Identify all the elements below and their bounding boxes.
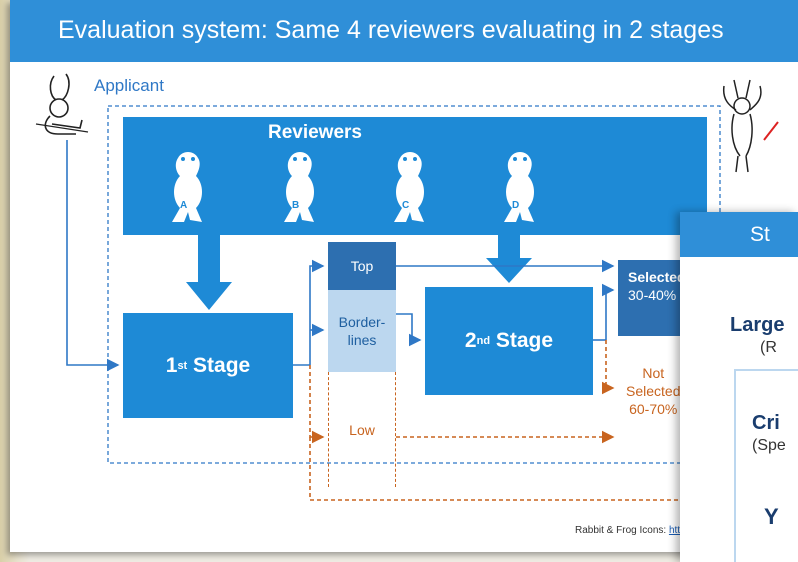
not-selected-label: Not Selected 60-70% bbox=[626, 364, 680, 418]
flow-diagram bbox=[66, 105, 721, 501]
tier-low: Low bbox=[328, 372, 396, 487]
overlay-slide[interactable]: St Large (R Cri (Spe Y bbox=[680, 212, 798, 562]
overlay-card-subtitle: (Spe bbox=[752, 437, 786, 454]
reviewers-to-stage1-arrow bbox=[186, 235, 232, 310]
to-top-arrow bbox=[309, 259, 325, 365]
overlay-header-text: St bbox=[750, 223, 770, 246]
frog-icon bbox=[380, 150, 440, 228]
slide-title: Evaluation system: Same 4 reviewers eval… bbox=[58, 16, 724, 44]
applicant-arrow bbox=[66, 140, 120, 372]
reviewer-letter-d: D bbox=[512, 200, 520, 211]
selected-label: Selected bbox=[628, 269, 686, 285]
applicant-label: Applicant bbox=[94, 76, 164, 95]
presentation-slide: Evaluation system: Same 4 reviewers eval… bbox=[10, 0, 798, 552]
overlay-card-text: Y bbox=[764, 504, 779, 529]
frog-icon bbox=[270, 150, 330, 228]
overlay-header: St bbox=[680, 212, 798, 257]
reviewers-to-stage2-arrow bbox=[486, 235, 532, 283]
slide-title-bar: Evaluation system: Same 4 reviewers eval… bbox=[10, 0, 798, 62]
tier-low-label: Low bbox=[349, 421, 375, 438]
credit-link[interactable]: htt bbox=[668, 525, 681, 536]
overlay-card-title: Cri bbox=[752, 412, 780, 434]
tier-borderlines: Border- lines bbox=[328, 290, 396, 372]
rabbit-writing-icon bbox=[35, 73, 89, 135]
stage2-to-selected-arrow bbox=[601, 283, 615, 340]
credit-text: Rabbit & Frog Icons: bbox=[575, 525, 669, 536]
tier-top: Top bbox=[328, 242, 396, 290]
selected-percent: 30-40% bbox=[628, 287, 677, 303]
reviewers-label: Reviewers bbox=[267, 122, 362, 143]
frog-icon bbox=[490, 150, 550, 228]
overlay-large-text: Large bbox=[730, 314, 785, 336]
icon-credit: Rabbit & Frog Icons: htt bbox=[575, 525, 680, 536]
rabbit-cheering-icon bbox=[722, 79, 779, 173]
not-selected-line2: Selected bbox=[626, 383, 681, 399]
overlay-large-subtext: (R bbox=[760, 339, 777, 356]
overlay-card bbox=[734, 369, 798, 562]
frog-icon bbox=[158, 150, 218, 228]
not-selected-percent: 60-70% bbox=[629, 401, 678, 417]
stage2-to-notselected-arrow bbox=[601, 340, 615, 395]
reviewer-letter-c: C bbox=[402, 200, 410, 211]
low-bottom-line bbox=[309, 437, 680, 501]
reviewer-letter-a: A bbox=[180, 200, 188, 211]
to-low-arrow bbox=[309, 365, 325, 444]
reviewer-letter-b: B bbox=[292, 200, 300, 211]
review-boundary bbox=[107, 105, 721, 464]
border-to-stage2-arrow bbox=[396, 313, 422, 347]
not-selected-line1: Not bbox=[642, 365, 665, 381]
